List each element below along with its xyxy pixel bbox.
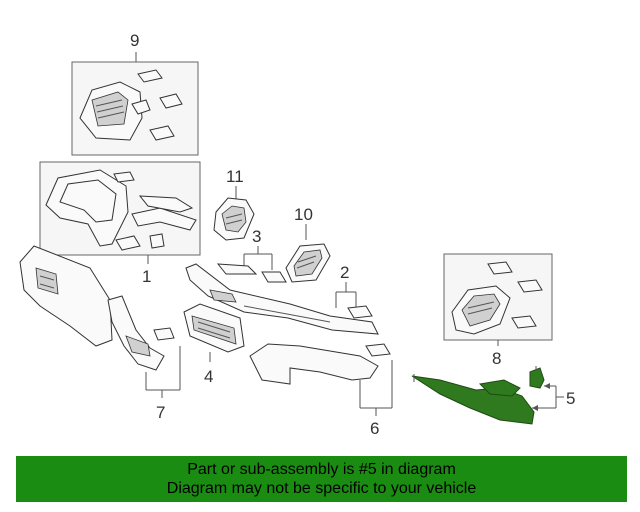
part-4-group[interactable] xyxy=(183,303,245,362)
lower-left-panel[interactable] xyxy=(19,245,113,347)
parts-diagram: 9 1 11 10 3 xyxy=(19,31,575,438)
callout-5-leader xyxy=(532,383,564,411)
callout-3: 3 xyxy=(252,227,261,246)
callout-4: 4 xyxy=(204,367,213,386)
part-6-group[interactable] xyxy=(249,343,393,416)
dash-trim-panel[interactable] xyxy=(185,263,379,335)
banner-line-1: Part or sub-assembly is #5 in diagram xyxy=(187,461,456,478)
callout-9: 9 xyxy=(130,31,139,50)
part-8-group[interactable] xyxy=(443,253,553,346)
part-5-highlighted[interactable] xyxy=(411,366,545,425)
part-11-group[interactable] xyxy=(213,186,255,241)
banner-line-2: Diagram may not be specific to your vehi… xyxy=(166,480,477,497)
callout-11: 11 xyxy=(226,167,244,186)
part-10-group[interactable] xyxy=(285,224,331,283)
part-9-group[interactable] xyxy=(71,52,199,156)
info-banner: Part or sub-assembly is #5 in diagram Di… xyxy=(16,456,627,502)
callout-6: 6 xyxy=(370,419,379,438)
callout-7: 7 xyxy=(156,403,165,422)
callout-2: 2 xyxy=(340,263,349,282)
part-2-group[interactable] xyxy=(335,282,373,319)
part-7-group[interactable] xyxy=(107,295,181,398)
callout-8: 8 xyxy=(492,349,501,368)
part-3-group[interactable] xyxy=(216,246,287,283)
callout-1: 1 xyxy=(142,267,151,286)
callout-5: 5 xyxy=(566,389,575,408)
callout-10: 10 xyxy=(294,205,313,224)
part-1-group[interactable] xyxy=(39,161,201,264)
